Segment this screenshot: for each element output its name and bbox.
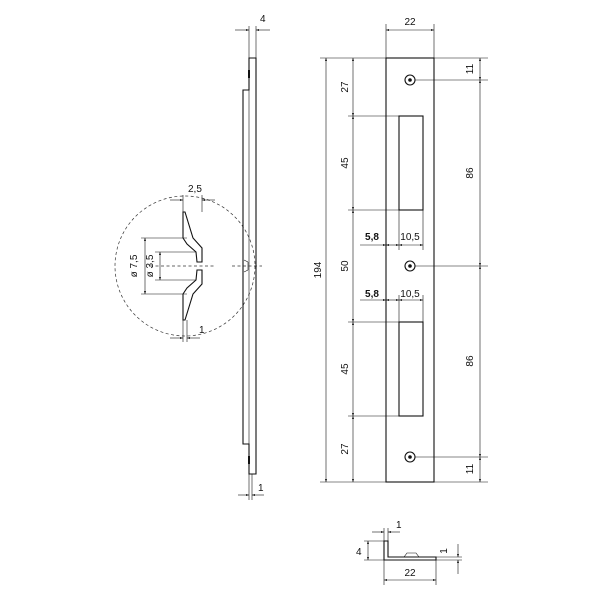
detail-bore-outer-label: ø 7,5 [129,254,140,277]
latch-slot-upper [398,115,424,211]
mounting-hole-bottom [404,451,416,463]
lower-hole-spacing-label: 86 [465,355,476,367]
hole-bottom-offset-label: 11 [465,463,476,474]
slot-offset-upper-label: 5,8 [365,232,379,243]
cross-section-view: 1 4 1 22 [356,520,462,585]
mounting-hole-top [404,74,416,86]
slot-width-upper-label: 10,5 [400,232,420,243]
detail-flange-label: 1 [199,325,205,336]
lower-slot-length-label: 45 [340,363,351,375]
upper-hole-spacing-label: 86 [465,167,476,179]
countersink-detail: 2,5 ø 7,5 ø 3,5 1 [114,184,256,342]
side-profile-edge-bottom [248,456,250,464]
upper-slot-length-label: 45 [340,157,351,169]
section-width-label: 22 [404,568,416,579]
profile-thickness-label: 4 [260,14,266,25]
side-profile-edge-top [248,70,250,78]
top-end-label: 27 [340,81,351,93]
latch-slot-lower [398,321,424,417]
detail-thickness-label: 2,5 [188,184,202,195]
profile-flange-label: 1 [258,483,264,494]
section-height-label: 4 [356,547,362,558]
section-flange-label: 1 [396,520,402,531]
slot-width-lower-label: 10,5 [400,289,420,300]
detail-profile-upper [182,211,203,263]
horizontal-dimensions: 22 5,8 10,5 5,8 10,5 [360,17,435,322]
vertical-dimensions: 194 27 45 50 45 27 11 86 86 11 [313,57,488,483]
cross-section-profile [383,540,437,561]
overall-length-label: 194 [313,261,324,278]
plate-outline [385,57,435,483]
slot-offset-lower-label: 5,8 [365,289,379,300]
hole-top-offset-label: 11 [465,63,476,74]
section-thickness-label: 1 [439,548,450,554]
detail-profile-lower [182,269,203,321]
side-profile-view: 4 1 [232,14,270,500]
strike-plate-front-view [385,57,435,483]
detail-bore-inner-label: ø 3,5 [145,254,156,277]
mounting-hole-middle [404,260,416,272]
plate-width-label: 22 [404,17,416,28]
middle-gap-label: 50 [340,260,351,272]
bottom-end-label: 27 [340,443,351,455]
